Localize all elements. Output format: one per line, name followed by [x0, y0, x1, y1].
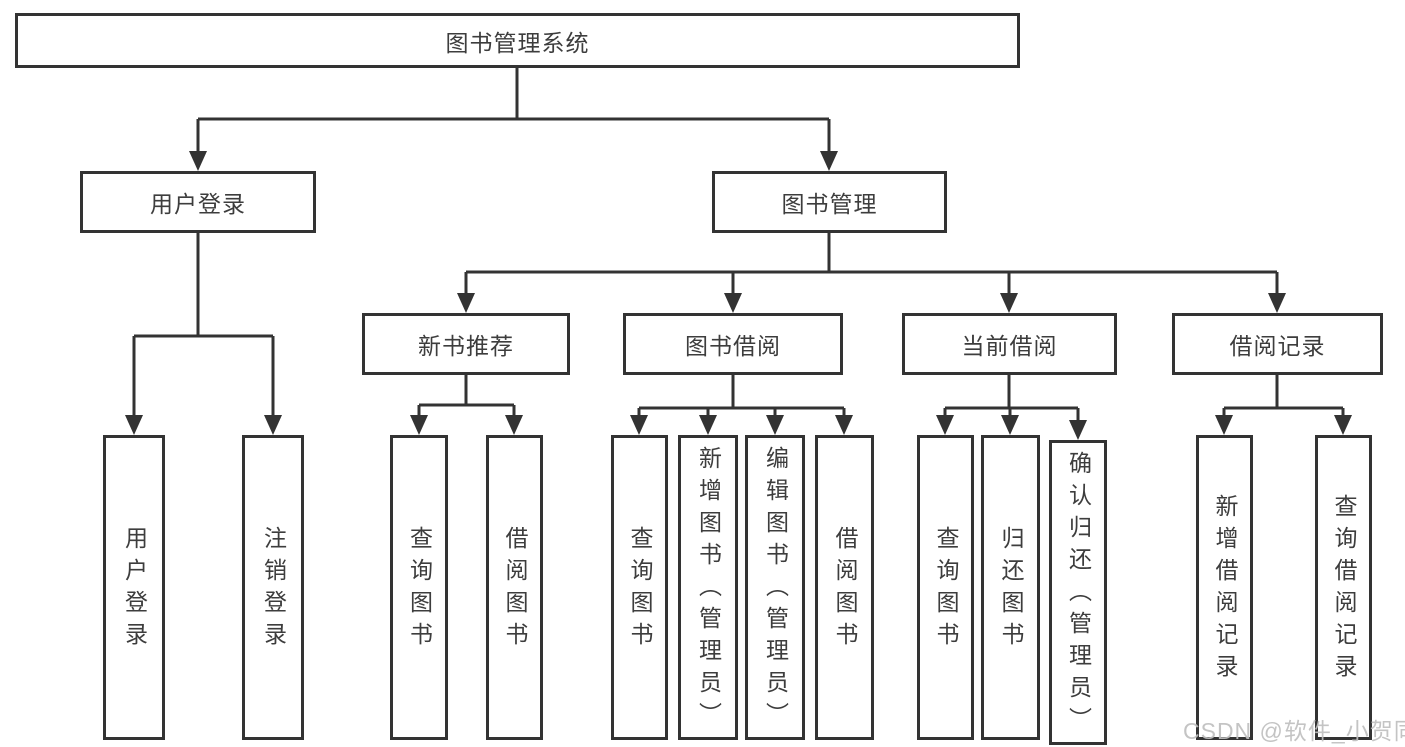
leaf-edit-books-admin: 编辑图书（管理员） — [745, 435, 805, 740]
node-book-borrowing: 图书借阅 — [623, 313, 843, 375]
connector-root-to-level2 — [196, 68, 831, 152]
leaf-user-login: 用户登录 — [103, 435, 165, 740]
connector-bookmgmt-to-level3 — [464, 233, 1279, 294]
node-new-book-recommend: 新书推荐 — [362, 313, 570, 375]
node-borrowing-records: 借阅记录 — [1172, 313, 1383, 375]
leaf-borrow-books-recommend: 借阅图书 — [486, 435, 543, 740]
leaf-add-borrow-record: 新增借阅记录 — [1196, 435, 1253, 740]
connector-bookborrow-to-leaves — [637, 375, 846, 416]
leaf-logout: 注销登录 — [242, 435, 304, 740]
leaf-add-books-admin: 新增图书（管理员） — [678, 435, 738, 740]
node-root-library-system: 图书管理系统 — [15, 13, 1020, 68]
connector-userlogin-to-leaves — [132, 233, 275, 416]
leaf-query-books-recommend: 查询图书 — [390, 435, 448, 740]
leaf-return-books: 归还图书 — [981, 435, 1040, 740]
connector-borrowrecord-to-leaves — [1222, 375, 1345, 416]
leaf-query-borrow-record: 查询借阅记录 — [1315, 435, 1372, 740]
leaf-borrow-books: 借阅图书 — [815, 435, 874, 740]
csdn-watermark: CSDN @软件_小贺同学 — [1183, 718, 1405, 744]
node-user-login: 用户登录 — [80, 171, 316, 233]
connector-currentborrow-to-leaves — [943, 375, 1080, 421]
node-book-management: 图书管理 — [712, 171, 947, 233]
node-current-borrowing: 当前借阅 — [902, 313, 1117, 375]
leaf-confirm-return-admin: 确认归还（管理员） — [1049, 440, 1107, 745]
connector-newbook-to-leaves — [417, 375, 516, 416]
leaf-query-books-current: 查询图书 — [917, 435, 974, 740]
leaf-query-books-borrow: 查询图书 — [611, 435, 668, 740]
